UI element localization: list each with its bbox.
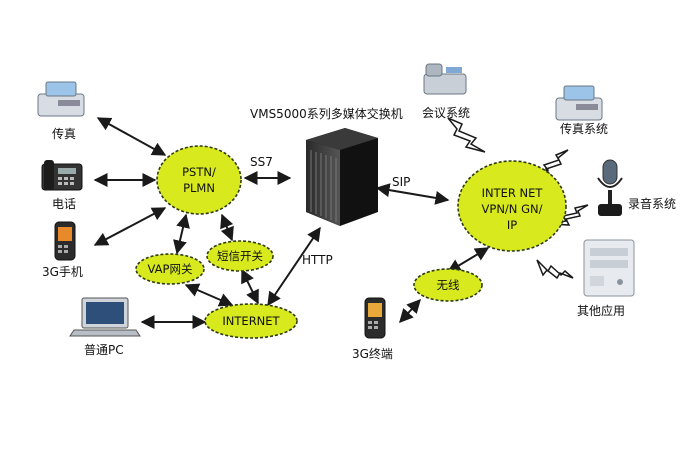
fax-right-icon (555, 85, 603, 121)
http-label: HTTP (302, 253, 333, 267)
cloud-internet-vpn: INTER NET VPN/N GN/ IP (457, 160, 567, 252)
server-icon (583, 239, 635, 297)
fax-left-icon (37, 81, 85, 117)
cloud-sms: 短信开关 (206, 240, 274, 272)
link-3g-wireless (399, 298, 421, 324)
link-switch-internet (375, 183, 450, 205)
internet-vpn-label-1: INTER NET (482, 186, 544, 200)
link-sms-internet (241, 268, 259, 305)
media-switch-icon (306, 128, 378, 226)
conference-phone-icon (423, 63, 467, 95)
wireless-label: 无线 (437, 278, 460, 292)
switch-title: VMS5000系列多媒体交换机 (250, 106, 403, 121)
internet-label: INTERNET (222, 314, 280, 328)
pc-label: 普通PC (84, 343, 124, 357)
mobile-3g-label: 3G手机 (42, 265, 83, 279)
pc-icon (69, 297, 141, 337)
fax-right-label: 传真系统 (560, 121, 608, 136)
connections (93, 117, 490, 329)
internet-vpn-label-3: IP (507, 218, 517, 232)
ss7-label: SS7 (250, 155, 273, 169)
link-internet-switch (267, 226, 321, 307)
phone-label: 电话 (52, 197, 76, 211)
lightning-icon (536, 259, 574, 280)
sms-label: 短信开关 (217, 249, 263, 263)
cloud-wireless: 无线 (413, 268, 483, 302)
vap-label: VAP网关 (148, 262, 193, 276)
sip-label: SIP (392, 175, 410, 189)
link-fax-pstn (96, 117, 167, 156)
microphone-icon (597, 159, 623, 216)
link-wireless-internet (446, 247, 490, 273)
pstn-label-2: PLMN (183, 181, 215, 195)
link-vap-internet (184, 283, 234, 307)
terminal-3g-label: 3G终端 (352, 346, 393, 361)
link-pstn-vap (173, 213, 190, 255)
conference-label: 会议系统 (422, 106, 470, 120)
terminal-3g-icon (364, 297, 386, 339)
lightning-icon (447, 117, 486, 153)
cloud-pstn: PSTN/ PLMN (156, 145, 242, 215)
link-pstn-sms (220, 213, 234, 242)
fax-left-label: 传真 (52, 126, 76, 141)
other-apps-label: 其他应用 (577, 303, 625, 318)
pstn-label-1: PSTN/ (182, 165, 216, 179)
phone-icon (41, 160, 83, 191)
cloud-internet: INTERNET (204, 303, 298, 339)
cloud-vap: VAP网关 (135, 253, 205, 285)
mobile-3g-icon (54, 221, 76, 261)
recording-label: 录音系统 (628, 196, 676, 211)
internet-vpn-label-2: VPN/N GN/ (482, 202, 543, 216)
link-mobile-pstn (93, 207, 167, 246)
